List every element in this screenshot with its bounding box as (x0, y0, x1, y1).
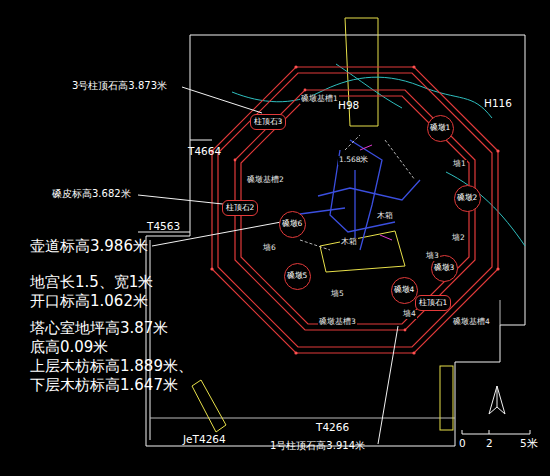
octagon-foundation (212, 67, 498, 353)
dimension-note: 1.568米 (338, 156, 369, 165)
node-label: 柱顶石1 (419, 299, 448, 307)
elevation-note: 磉皮标高3.682米 (52, 188, 131, 200)
trench-id: JeT4264 (183, 433, 226, 445)
node-label: 磉墩3 (434, 264, 455, 272)
node-label: 磉墩4 (394, 286, 415, 294)
feature-id: H116 (484, 97, 512, 109)
elevation-note: 壶道标高3.986米 (30, 238, 148, 255)
elevation-note: 底高0.09米 (30, 339, 108, 356)
plinth-pier-circle: 磉墩5 (284, 263, 311, 290)
trench-id: T4266 (316, 421, 349, 433)
elevation-note: 开口标高1.062米 (30, 293, 148, 310)
node-label: 磉墩2 (457, 194, 478, 202)
node-label: 柱顶石3 (254, 118, 283, 126)
center-chamber (300, 140, 420, 250)
column-base-box: 柱顶石1 (415, 295, 452, 310)
elevation-note: 上层木枋标高1.889米、 (30, 358, 193, 375)
box-label: 木箱 (376, 212, 394, 221)
ash-pit-boundary (232, 64, 525, 246)
plinth-pier-circle: 磉墩2 (454, 185, 481, 212)
wall-label: 墙2 (451, 234, 466, 243)
node-label: 磉墩5 (287, 272, 308, 280)
dimension-note: 地宫长1.5、宽1米 (30, 274, 153, 291)
yellow-features (192, 18, 453, 432)
trench-label: 磉墩基槽2 (246, 176, 285, 185)
feature-id: H98 (338, 99, 359, 111)
plinth-pier-circle: 磉墩6 (279, 211, 306, 238)
scale-label: 5米 (520, 437, 538, 449)
elevation-note: 塔心室地坪高3.87米 (30, 320, 168, 337)
box-label: 木箱 (340, 238, 358, 247)
foundation-markers (210, 65, 499, 354)
elevation-note: 1号柱顶石高3.914米 (270, 440, 365, 452)
trench-id: T4664 (188, 145, 221, 157)
node-label: 磉墩6 (282, 220, 303, 228)
north-arrow (489, 386, 505, 414)
elevation-note: 下层木枋标高1.647米 (30, 377, 178, 394)
node-label: 柱顶石2 (226, 204, 255, 212)
elevation-note: 3号柱顶石高3.873米 (72, 80, 167, 92)
trench-label: 磉墩基槽3 (318, 318, 357, 327)
trench-label: 磉墩基槽4 (452, 318, 491, 327)
column-base-box: 柱顶石3 (250, 114, 287, 129)
plinth-pier-circle: 磉墩1 (427, 115, 454, 142)
excavation-boundary (138, 35, 525, 446)
wall-label: 墙6 (262, 244, 277, 253)
wall-label: 墙5 (330, 290, 345, 299)
scale-bar (462, 430, 530, 434)
trench-id: T4563 (147, 220, 180, 232)
wall-label: 墙3 (425, 252, 440, 261)
wall-label: 墙4 (402, 310, 417, 319)
column-base-box: 柱顶石2 (222, 200, 259, 215)
plinth-pier-circle: 磉墩4 (391, 277, 418, 304)
scale-label: 0 (459, 437, 466, 449)
wall-label: 墙1 (452, 160, 467, 169)
scale-label: 2 (486, 437, 493, 449)
reference-lines (300, 135, 415, 250)
node-label: 磉墩1 (430, 124, 451, 132)
trench-label: 磉墩基槽1 (300, 95, 339, 104)
